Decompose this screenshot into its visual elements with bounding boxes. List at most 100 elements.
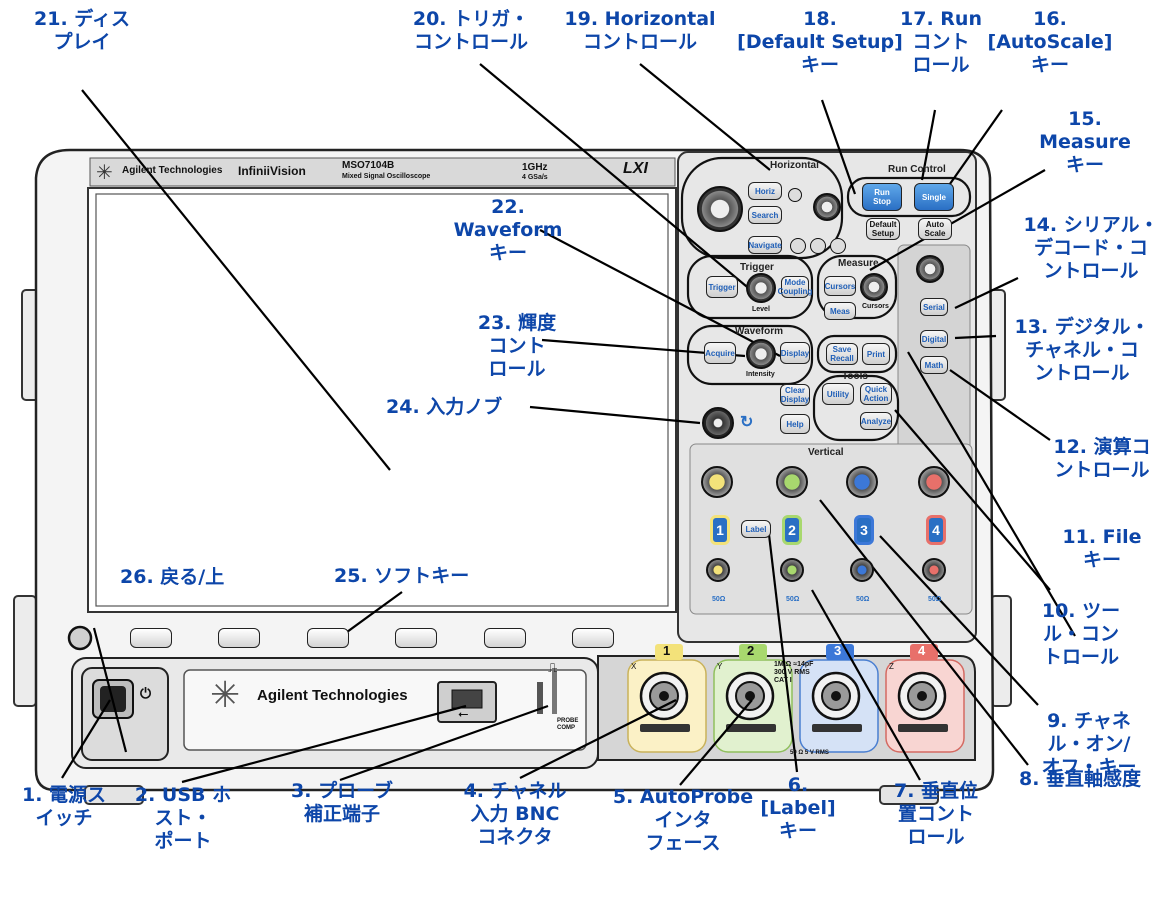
callout-16: 16. [AutoScale] キー xyxy=(987,8,1113,76)
digital-key[interactable]: Digital xyxy=(920,330,948,348)
file-group xyxy=(816,334,898,374)
entry-knob[interactable] xyxy=(702,407,734,439)
ch3-scale-knob[interactable] xyxy=(846,466,878,498)
callout-1: 1. 電源ス イッチ xyxy=(21,784,107,829)
bandwidth: 1GHz xyxy=(522,162,548,173)
softkey-4[interactable] xyxy=(395,628,437,648)
ch4-scale-knob[interactable] xyxy=(918,466,950,498)
ch2-key[interactable]: 2 xyxy=(782,515,802,545)
zoom-icon[interactable] xyxy=(788,188,802,202)
softkey-6[interactable] xyxy=(572,628,614,648)
navigate-back-button[interactable] xyxy=(790,238,806,254)
save-recall-key[interactable]: Save Recall xyxy=(826,343,858,365)
acquire-key[interactable]: Acquire xyxy=(704,342,736,364)
navigate-forward-button[interactable] xyxy=(830,238,846,254)
softkey-2[interactable] xyxy=(218,628,260,648)
bnc-label-1: 1 xyxy=(663,643,671,658)
lxi-logo: LXI xyxy=(623,160,648,177)
search-key[interactable]: Search xyxy=(748,206,782,224)
ch1-key[interactable]: 1 xyxy=(710,515,730,545)
softkey-1[interactable] xyxy=(130,628,172,648)
leader-9 xyxy=(879,535,1039,706)
leader-22 xyxy=(539,229,781,357)
ch2-position-knob[interactable] xyxy=(780,558,804,582)
usb-socket xyxy=(451,689,483,709)
display-key[interactable]: Display xyxy=(780,342,810,364)
fifty-ohm-4: 50Ω xyxy=(928,596,942,603)
ch2-scale-knob[interactable] xyxy=(776,466,808,498)
utility-key[interactable]: Utility xyxy=(822,383,854,405)
navigate-stop-button[interactable] xyxy=(810,238,826,254)
label-key[interactable]: Label xyxy=(741,520,771,538)
fifty-ohm-1: 50Ω xyxy=(712,596,726,603)
softkey-5[interactable] xyxy=(484,628,526,648)
leader-10 xyxy=(894,409,1051,591)
input-spec-2: 50 Ω 5 V RMS xyxy=(790,750,829,756)
navigate-key[interactable]: Navigate xyxy=(748,236,782,254)
ch3-position-knob[interactable] xyxy=(850,558,874,582)
ch4-key[interactable]: 4 xyxy=(926,515,946,545)
meas-key[interactable]: Meas xyxy=(824,302,856,320)
cursors-label: Cursors xyxy=(862,303,889,310)
quick-action-key[interactable]: Quick Action xyxy=(860,383,892,405)
ch3-key[interactable]: 3 xyxy=(854,515,874,545)
callout-8: 8. 垂直軸感度 xyxy=(1018,768,1142,790)
callout-25: 25. ソフトキー xyxy=(334,565,470,587)
usb-icon: ⭠ xyxy=(458,706,469,721)
section-run-control: Run Control xyxy=(888,164,946,175)
product-name: InfiniiVision xyxy=(238,164,306,178)
mode-coupling-key[interactable]: Mode Coupling xyxy=(777,276,813,298)
trigger-group xyxy=(686,254,814,320)
brand-bottom: Agilent Technologies xyxy=(257,687,408,704)
ch4-position-knob[interactable] xyxy=(922,558,946,582)
ch1-position-knob[interactable] xyxy=(706,558,730,582)
print-key[interactable]: Print xyxy=(862,343,890,365)
serial-knob[interactable] xyxy=(916,255,944,283)
cursors-knob[interactable] xyxy=(860,273,888,301)
softkey-3[interactable] xyxy=(307,628,349,648)
analyze-key[interactable]: Analyze xyxy=(860,412,892,430)
clear-display-key[interactable]: Clear Display xyxy=(780,384,810,406)
leader-15 xyxy=(869,169,1046,271)
autoscale-key[interactable]: Auto Scale xyxy=(918,218,952,240)
cursors-key[interactable]: Cursors xyxy=(824,276,856,296)
foot-right xyxy=(879,785,939,805)
single-key[interactable]: Single xyxy=(914,183,954,211)
bnc-letter-z: Z xyxy=(889,662,894,671)
tools-group xyxy=(812,374,900,442)
autoprobe-pins xyxy=(640,724,948,732)
fifty-ohm-3: 50Ω xyxy=(856,596,870,603)
leader-3 xyxy=(339,704,549,782)
bnc-letter-y: Y xyxy=(717,662,723,671)
probe-comp-terminal-1 xyxy=(537,682,543,714)
callout-18: 18. [Default Setup] キー xyxy=(737,8,903,76)
leader-24 xyxy=(529,405,701,425)
run-stop-key[interactable]: Run Stop xyxy=(862,183,902,211)
display-screen xyxy=(95,193,669,607)
trigger-level-knob[interactable] xyxy=(746,273,776,303)
bnc-connectors xyxy=(639,671,947,721)
math-key[interactable]: Math xyxy=(920,356,948,374)
horiz-key[interactable]: Horiz xyxy=(748,182,782,200)
help-key[interactable]: Help xyxy=(780,414,810,434)
callout-10: 10. ツー ル・コン トロール xyxy=(1041,600,1121,668)
intensity-knob[interactable] xyxy=(746,339,776,369)
default-setup-key[interactable]: Default Setup xyxy=(866,218,900,240)
trigger-key[interactable]: Trigger xyxy=(706,276,738,298)
leader-11 xyxy=(907,351,1076,637)
foot-left xyxy=(84,785,144,805)
leader-14 xyxy=(954,277,1019,309)
bnc-label-2: 2 xyxy=(747,643,755,658)
callout-22: 22. Waveform キー xyxy=(453,196,563,264)
serial-key[interactable]: Serial xyxy=(920,298,948,316)
bnc-tab-4 xyxy=(910,644,938,660)
horizontal-scale-knob[interactable] xyxy=(697,186,743,232)
right-foot-handle xyxy=(990,595,1012,707)
horizontal-position-knob[interactable] xyxy=(813,193,841,221)
callout-13: 13. デジタル・ チャネル・コ ントロール xyxy=(1014,316,1150,384)
bnc-label-3: 3 xyxy=(834,643,842,658)
leader-13 xyxy=(954,334,997,340)
level-label: Level xyxy=(752,306,770,313)
ch1-scale-knob[interactable] xyxy=(701,466,733,498)
leader-6 xyxy=(766,525,799,773)
